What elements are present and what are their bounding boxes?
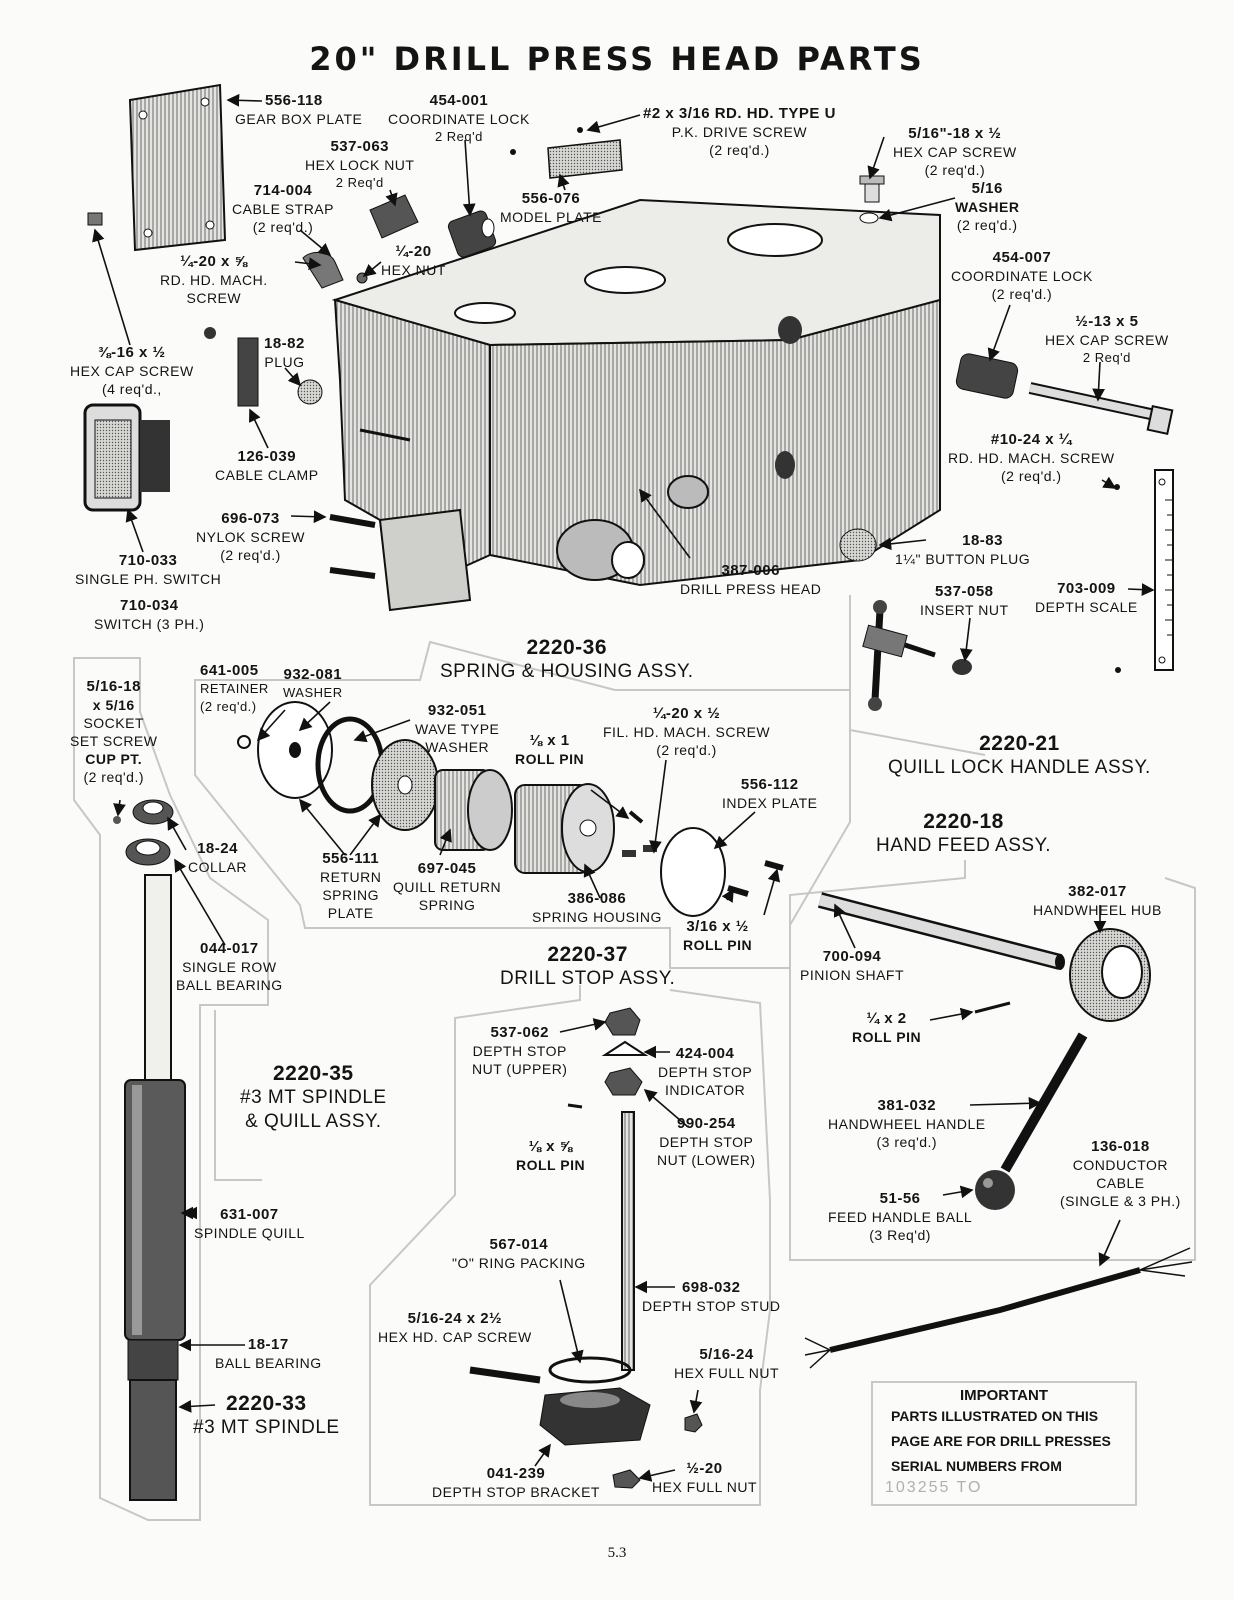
- important-heading: IMPORTANT: [959, 1387, 1049, 1404]
- assembly-2220-35: 2220-35#3 MT SPINDLE& QUILL ASSY.: [240, 1062, 387, 1132]
- assembly-2220-33: 2220-33#3 MT SPINDLE: [193, 1392, 340, 1438]
- important-line-1: PARTS ILLUSTRATED ON THIS: [891, 1408, 1099, 1424]
- spring-housing-shapes: [237, 701, 784, 917]
- conductor-cable-shape: [804, 1247, 1193, 1369]
- quill-lock-handle-shape: [862, 600, 972, 711]
- depth-scale-shape: [1154, 469, 1174, 671]
- right-hardware-shapes: [839, 353, 1174, 673]
- gear-box-plate-shape: [128, 83, 227, 252]
- important-line-3: SERIAL NUMBERS FROM: [891, 1458, 1062, 1474]
- page-number: 5.3: [607, 1545, 627, 1561]
- leader-lines: [92, 93, 1155, 1482]
- switch-shape: [83, 403, 170, 512]
- important-serial: 103255 TO: [885, 1479, 983, 1496]
- drill-press-head-shape: [331, 198, 941, 612]
- important-notice: IMPORTANT PARTS ILLUSTRATED ON THIS PAGE…: [871, 1381, 1137, 1506]
- nylok-screws-shape: [329, 514, 376, 579]
- hand-feed-shapes: [817, 892, 1151, 1210]
- assembly-outlines: [73, 595, 1196, 1521]
- important-line-2: PAGE ARE FOR DRILL PRESSES: [891, 1433, 1111, 1449]
- spindle-quill-shapes: [113, 799, 186, 1501]
- page-title: 20" DRILL PRESS HEAD PARTS: [309, 40, 925, 78]
- label-567-014: 567-014"O" RING PACKING: [452, 1236, 586, 1271]
- drill-stop-shapes: [469, 1007, 703, 1489]
